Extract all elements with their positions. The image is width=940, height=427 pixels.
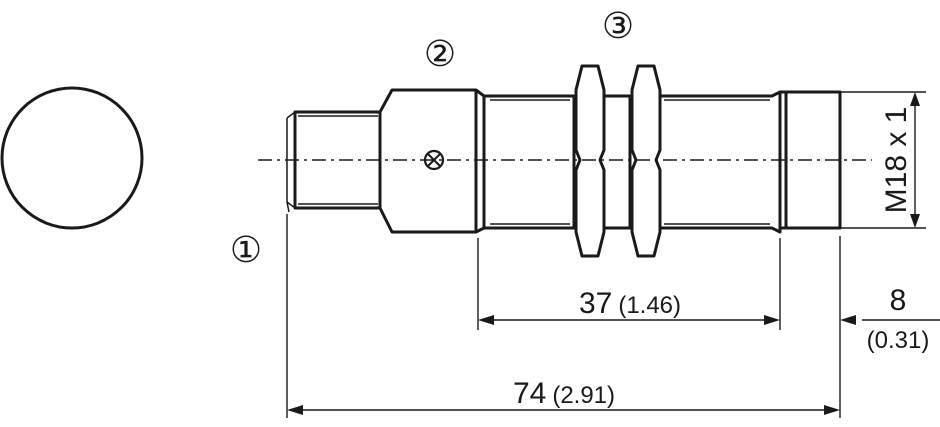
dimension-8: 8 (0.31)	[840, 284, 940, 354]
threaded-barrel	[475, 88, 782, 234]
nut-left	[574, 64, 606, 258]
dimension-74: 74(2.91)	[287, 377, 840, 415]
front-view-circle	[0, 86, 144, 230]
callout-3: ③	[602, 5, 634, 46]
thread-size-label: M18 x 1	[880, 107, 913, 214]
crossed-circle-icon	[423, 149, 445, 171]
connector-stub	[286, 110, 382, 213]
nut-right	[630, 64, 662, 258]
dimension-37: 37(1.46)	[478, 287, 780, 325]
dimension-74-label: 74(2.91)	[513, 377, 615, 410]
callout-1: ①	[230, 229, 262, 270]
callout-2: ②	[424, 33, 456, 74]
thread-dimension: M18 x 1	[840, 91, 926, 229]
dimension-8-value: 8	[890, 284, 907, 317]
housing-body	[378, 88, 478, 234]
dimension-37-label: 37(1.46)	[579, 287, 681, 320]
dimension-8-inch: (0.31)	[867, 327, 930, 354]
sensing-face	[780, 90, 842, 230]
